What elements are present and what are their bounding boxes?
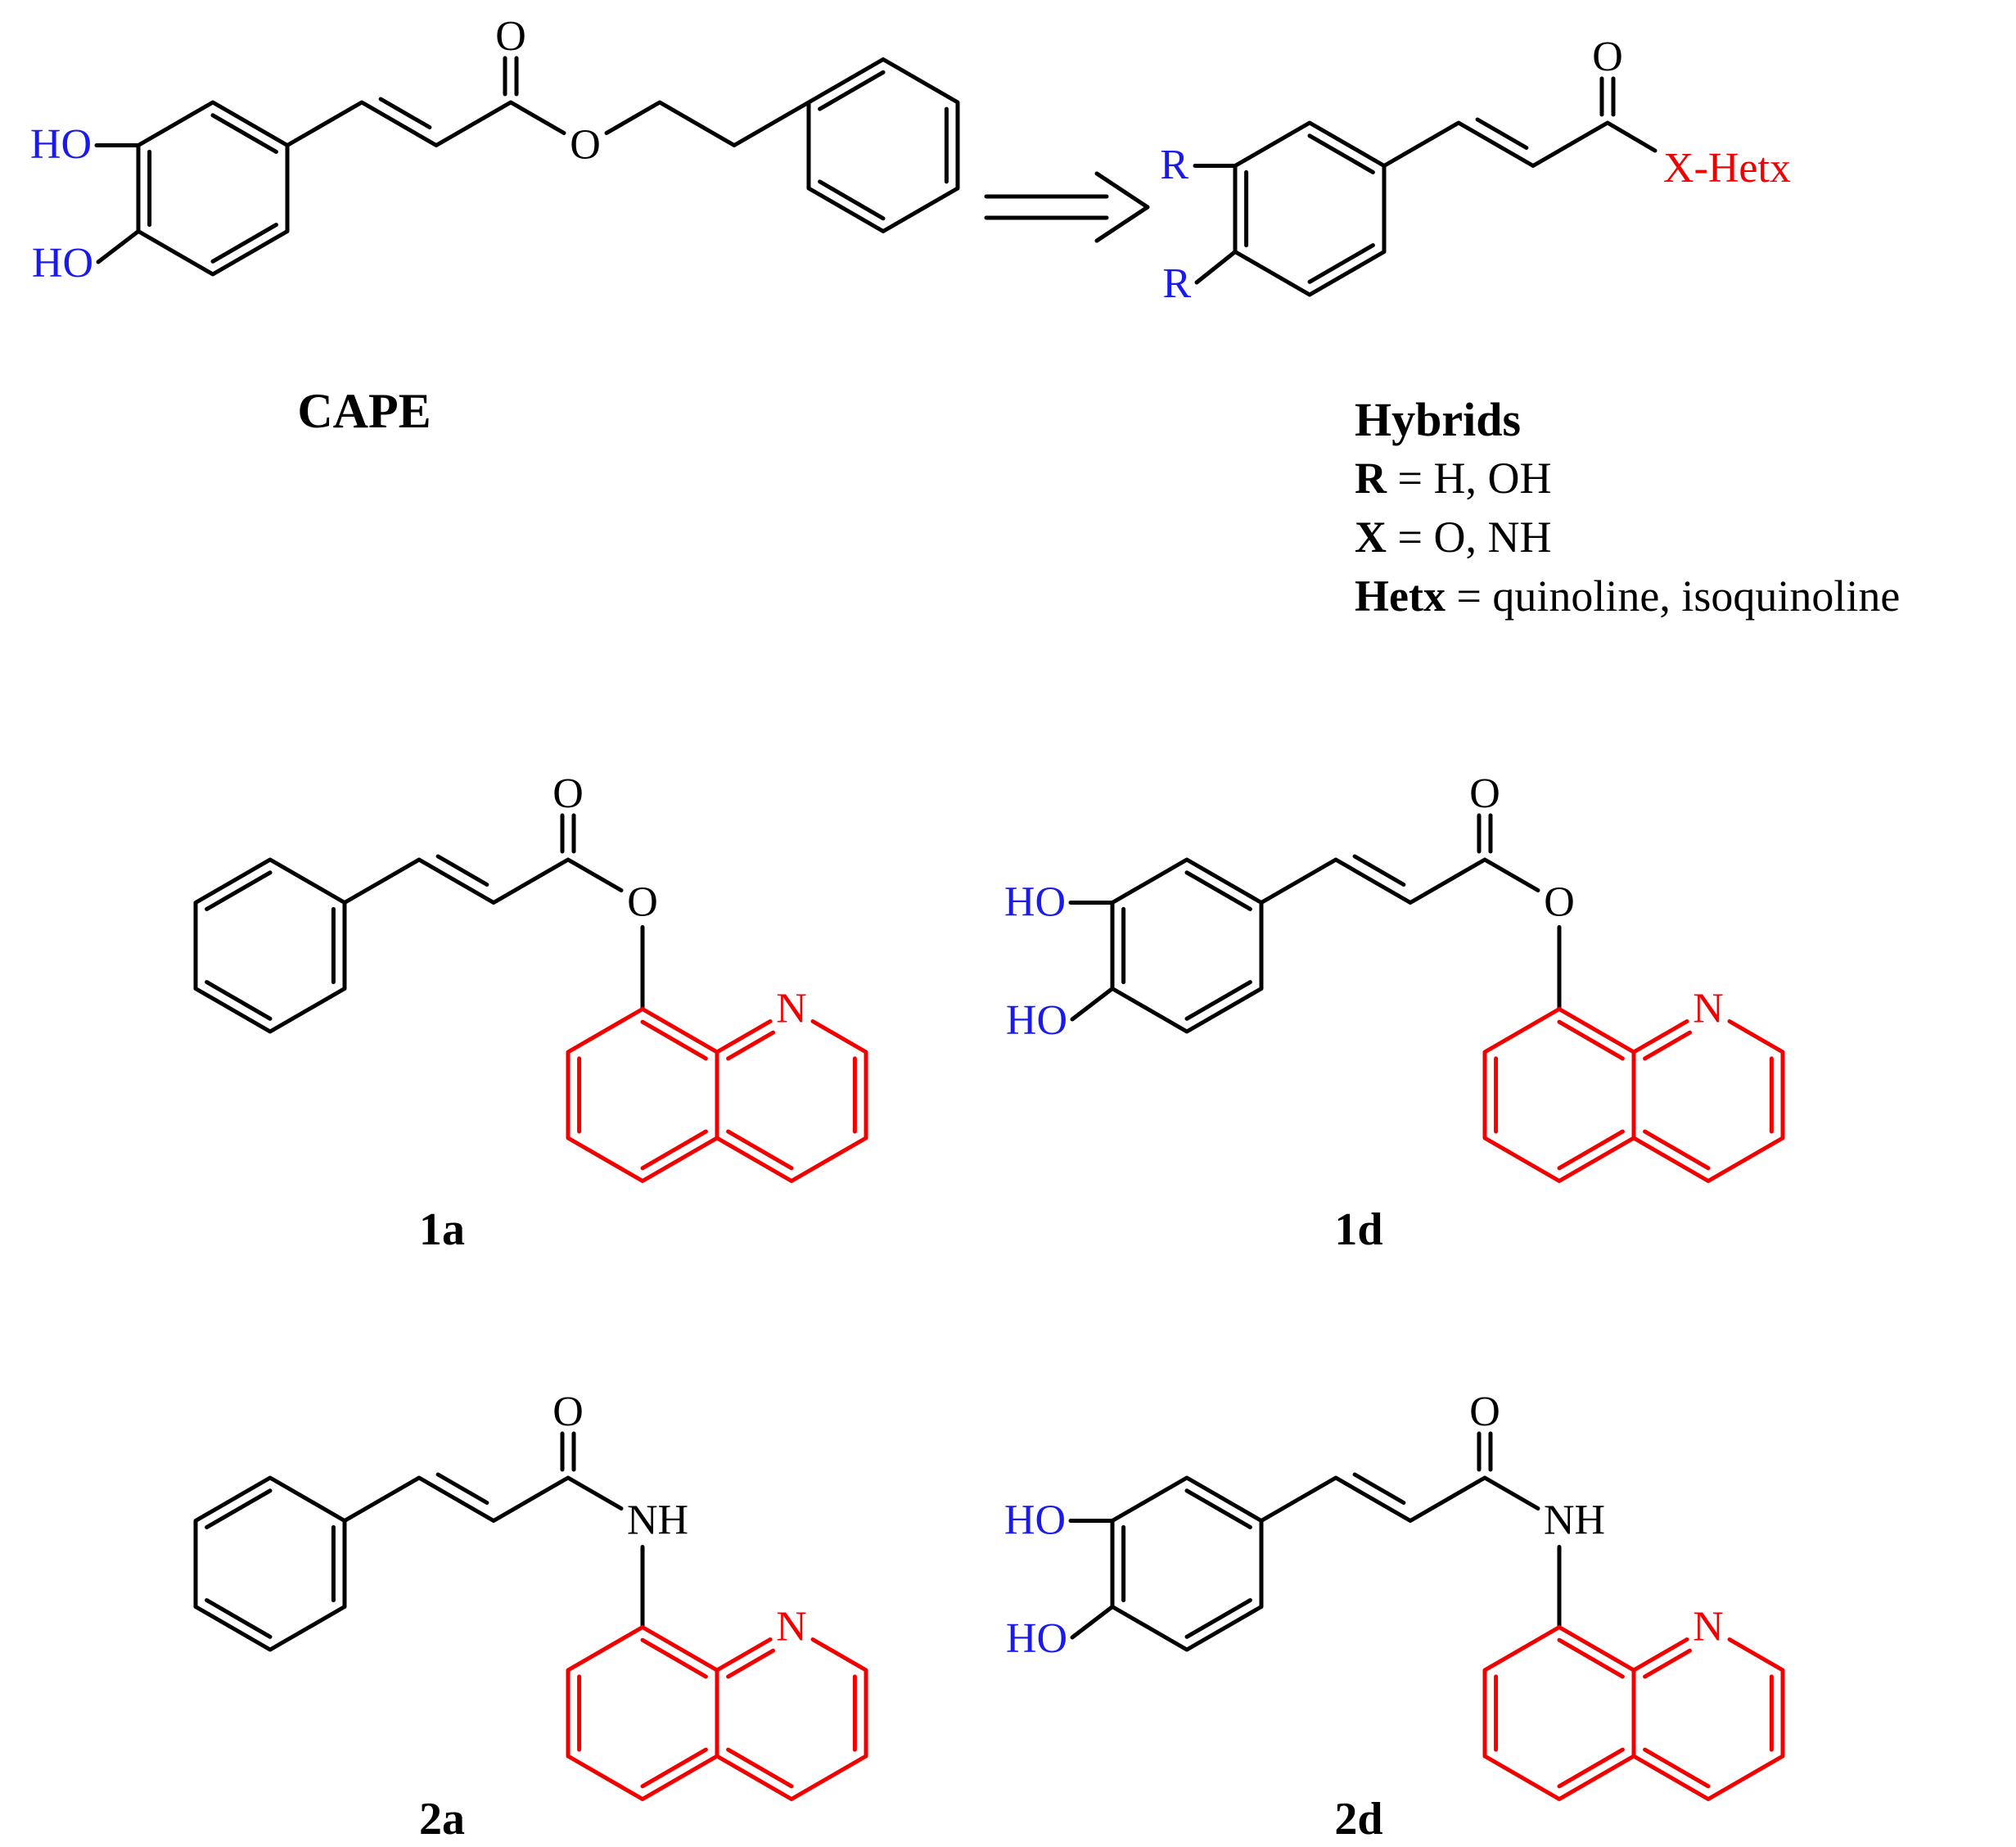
compound-1d-bond-skeleton <box>1068 857 1562 1034</box>
compound-2a-structure: O NH N <box>193 1389 868 1801</box>
legend-key-x: X <box>1355 513 1387 562</box>
compound-1a-bond-skeleton <box>193 857 645 1034</box>
compound-2a-quinoline-nitrogen-label: N <box>776 1604 807 1651</box>
compound-1d-ester-oxygen-label: O <box>1544 879 1575 926</box>
compound-2d-quinoline-double-bond-lines <box>1494 1637 1774 1789</box>
cape-carbonyl-oxygen-label: O <box>495 13 526 60</box>
compound-1a-quinoline-double-bond-lines <box>577 1019 857 1171</box>
legend-value-hetx: = quinoline, isoquinoline <box>1445 571 1901 621</box>
compound-1d-quinoline-ring <box>1482 1007 1785 1183</box>
legend-value-r: = H, OH <box>1387 454 1552 503</box>
compound-1a-carbonyl-oxygen-label: O <box>552 770 584 817</box>
legend-row-r: R = H, OH <box>1355 449 1900 508</box>
cape-hydroxyl-label-top: HO <box>30 121 92 168</box>
legend-row-x: X = O, NH <box>1355 508 1900 567</box>
compound-1a-structure: O O N <box>193 770 868 1183</box>
hybrid-bond-skeleton <box>1193 120 1657 297</box>
compound-1a-name-label: 1a <box>419 1204 465 1255</box>
compound-2d-name-label: 2d <box>1334 1794 1383 1845</box>
compound-2d-quinoline-nitrogen-label: N <box>1693 1604 1724 1651</box>
compound-2a-amide-nh-label: NH <box>627 1497 688 1544</box>
compound-2a-double-bond-lines <box>205 1431 576 1639</box>
compound-2a-name-label: 2a <box>419 1794 465 1845</box>
compound-2d-quinoline-ring <box>1482 1625 1785 1801</box>
compound-1d-structure: HO HO O O N <box>1004 770 1785 1183</box>
compound-1a-double-bond-lines <box>205 813 576 1021</box>
compound-1d-quinoline-nitrogen-label: N <box>1693 986 1724 1032</box>
compound-2d-amide-nh-label: NH <box>1544 1497 1605 1544</box>
compound-2d-structure: HO HO O NH N <box>1004 1389 1785 1801</box>
legend-value-x: = O, NH <box>1387 513 1552 562</box>
retrosynthesis-arrow-lines <box>984 171 1150 243</box>
compound-2d-carbonyl-oxygen-label: O <box>1469 1389 1500 1435</box>
compound-1d-name-label: 1d <box>1334 1204 1383 1255</box>
hybrid-double-bond-lines <box>1244 76 1616 284</box>
compound-1d-quinoline-double-bond-lines <box>1494 1019 1774 1171</box>
cape-structure: HO HO O O <box>30 13 960 287</box>
legend-title: Hybrids <box>1355 393 1522 446</box>
legend-key-r: R <box>1355 454 1387 503</box>
legend-block: Hybrids R = H, OH X = O, NH Hetx = quino… <box>1355 391 1900 625</box>
legend-key-hetx: Hetx <box>1355 571 1445 621</box>
compound-1a-quinoline-ring <box>566 1007 868 1183</box>
compound-2a-bond-skeleton <box>193 1475 645 1652</box>
compound-2d-hydroxyl-label-bottom: HO <box>1006 1615 1067 1662</box>
compound-1a-quinoline-nitrogen-label: N <box>776 986 807 1032</box>
compound-2d-bond-skeleton <box>1068 1475 1562 1652</box>
compound-2a-carbonyl-oxygen-label: O <box>552 1389 584 1435</box>
compound-2a-quinoline-double-bond-lines <box>577 1637 857 1789</box>
compound-1d-double-bond-lines <box>1121 813 1493 1021</box>
compound-1a-ester-oxygen-label: O <box>627 879 658 926</box>
hybrid-r-label-top: R <box>1160 142 1188 188</box>
compound-1d-hydroxyl-label-top: HO <box>1004 879 1066 926</box>
compound-2a-quinoline-ring <box>566 1625 868 1801</box>
retrosynthesis-arrow <box>984 171 1150 243</box>
compound-1d-hydroxyl-label-bottom: HO <box>1006 997 1067 1044</box>
hybrid-carbonyl-oxygen-label: O <box>1592 34 1623 80</box>
legend-row-hetx: Hetx = quinoline, isoquinoline <box>1355 567 1900 625</box>
compound-2d-double-bond-lines <box>1121 1431 1493 1639</box>
hybrid-x-hetx-label: X-Hetx <box>1663 145 1791 192</box>
cape-hydroxyl-label-bottom: HO <box>32 240 93 287</box>
compound-1d-carbonyl-oxygen-label: O <box>1469 770 1500 817</box>
cape-name-label: CAPE <box>297 384 431 438</box>
hybrid-structure: R R O X-Hetx <box>1160 34 1791 307</box>
cape-ester-oxygen-label: O <box>570 122 601 169</box>
hybrid-r-label-bottom: R <box>1162 260 1191 307</box>
cape-bond-skeleton <box>94 57 960 277</box>
compound-2d-hydroxyl-label-top: HO <box>1004 1497 1066 1544</box>
cape-double-bond-lines <box>147 56 949 264</box>
